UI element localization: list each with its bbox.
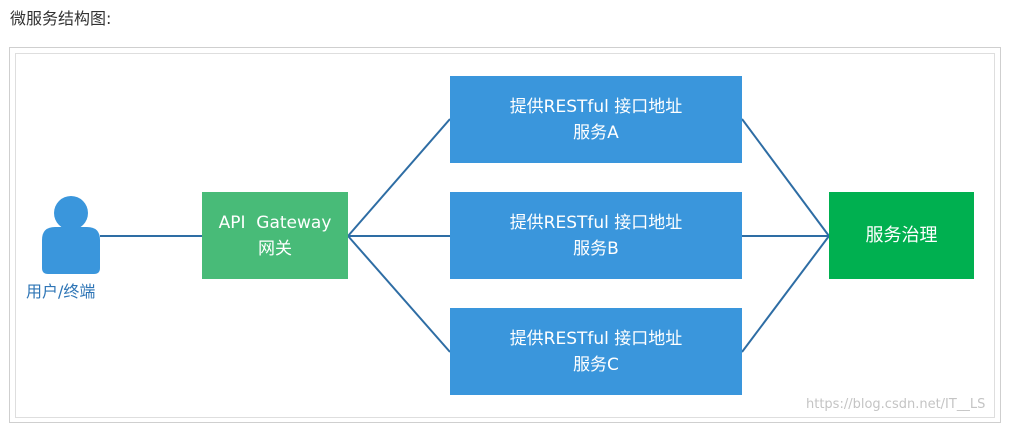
- service-b-title: 提供RESTful 接口地址: [509, 212, 683, 233]
- edge-gateway-service-c: [347, 235, 451, 353]
- service-c-node: 提供RESTful 接口地址 服务C: [450, 308, 742, 395]
- service-b-node: 提供RESTful 接口地址 服务B: [450, 192, 742, 279]
- service-a-title: 提供RESTful 接口地址: [509, 96, 683, 117]
- service-a-node: 提供RESTful 接口地址 服务A: [450, 76, 742, 163]
- diagram-inner-border: [15, 53, 995, 418]
- user-icon: [42, 196, 100, 274]
- service-c-name: 服务C: [573, 354, 619, 375]
- user-label: 用户/终端: [26, 282, 96, 301]
- gateway-node: API Gateway 网关: [202, 192, 348, 279]
- gateway-title: API Gateway: [218, 212, 332, 233]
- edge-service-a-governance: [741, 118, 830, 237]
- watermark: https://blog.csdn.net/IT__LS: [806, 397, 986, 412]
- edge-gateway-service-a: [347, 118, 451, 237]
- governance-label: 服务治理: [865, 224, 938, 246]
- service-c-title: 提供RESTful 接口地址: [509, 328, 683, 349]
- edge-service-c-governance: [741, 235, 830, 353]
- gateway-subtitle: 网关: [258, 238, 292, 259]
- governance-node: 服务治理: [829, 192, 974, 279]
- page-title: 微服务结构图:: [10, 9, 112, 28]
- service-b-name: 服务B: [573, 238, 619, 259]
- service-a-name: 服务A: [573, 122, 619, 143]
